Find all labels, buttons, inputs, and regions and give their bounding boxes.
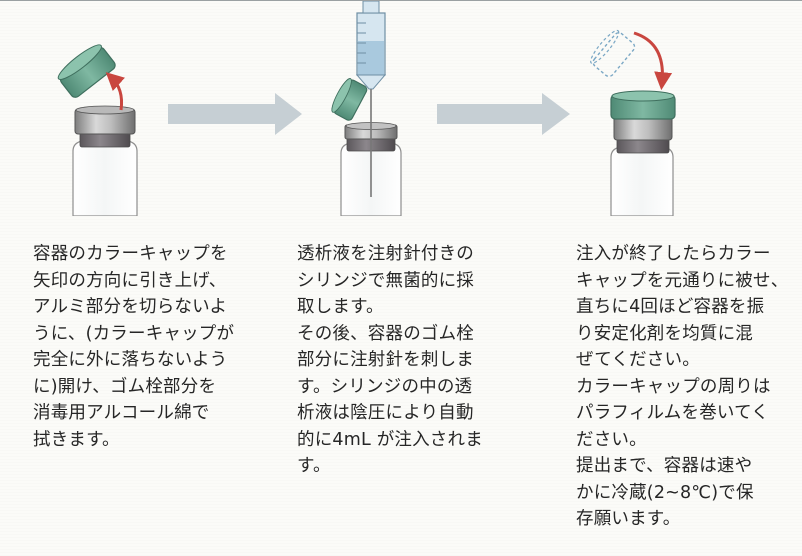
step-2-instructions: 透析液を注射針付きの シリンジで無菌的に採 取します。 その後、容器のゴム栓 部… — [297, 244, 483, 476]
vial-syringe-icon — [331, 1, 402, 216]
vial-cap-replaced-icon — [590, 29, 676, 216]
flow-arrow-icon — [437, 93, 570, 135]
vial-open-cap-icon — [57, 44, 138, 216]
step-1-instructions: 容器のカラーキャップを 矢印の方向に引き上げ、 アルミ部分を切らないよ うに、(… — [33, 244, 235, 450]
step-3-instructions: 注入が終了したらカラー キャップを元通りに被せ、 直ちに4回ほど容器を振 り安定… — [576, 244, 789, 529]
illustration — [57, 1, 676, 216]
flow-arrow-icon — [168, 93, 302, 135]
